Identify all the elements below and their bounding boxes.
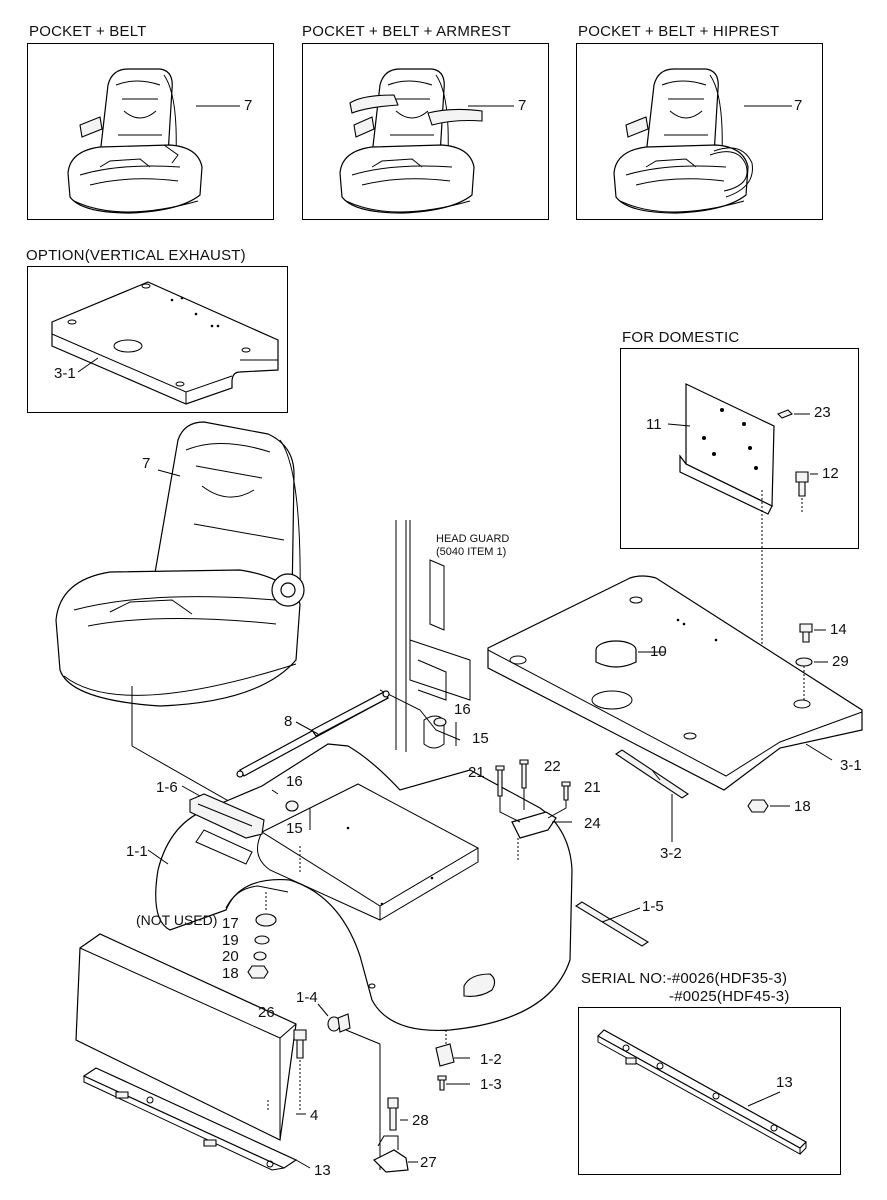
serial-plate-illustration — [597, 1029, 807, 1155]
callout-22: 22 — [544, 758, 561, 775]
callout-8: 8 — [284, 713, 293, 730]
callout-16-lower: 16 — [286, 773, 303, 790]
domestic-box — [620, 348, 859, 549]
callout-3-2: 3-2 — [660, 845, 682, 862]
rail-1-5-illustration — [574, 901, 650, 947]
callout-21-right: 21 — [584, 779, 601, 796]
variant-title-pocket-belt-armrest: POCKET + BELT + ARMREST — [302, 23, 511, 40]
callout-4: 4 — [310, 1107, 319, 1124]
not-used-note: (NOT USED) — [136, 912, 218, 928]
callout-1-6: 1-6 — [156, 779, 178, 796]
strut-illustration — [236, 690, 457, 778]
callout-1-2: 1-2 — [480, 1051, 502, 1068]
callout-7-pocket-belt: 7 — [244, 97, 253, 114]
callout-3-1-option: 3-1 — [54, 365, 76, 382]
domestic-title: FOR DOMESTIC — [622, 329, 740, 346]
callout-19: 19 — [222, 932, 239, 949]
callout-20: 20 — [222, 948, 239, 965]
cover-plate-illustration — [487, 575, 863, 813]
serial-title-line2: -#0025(HDF45-3) — [669, 988, 790, 1005]
callout-7-main-seat: 7 — [142, 455, 151, 472]
variant-title-pocket-belt: POCKET + BELT — [29, 23, 147, 40]
callout-12: 12 — [822, 465, 839, 482]
fasteners-left-illustration — [247, 789, 311, 979]
callout-26: 26 — [258, 1004, 275, 1021]
panel-illustration — [75, 933, 311, 1171]
callout-1-1: 1-1 — [126, 843, 148, 860]
head-guard-note-line2: (5040 ITEM 1) — [436, 546, 507, 558]
callout-1-5: 1-5 — [642, 898, 664, 915]
callout-28: 28 — [412, 1112, 429, 1129]
callout-21-left: 21 — [468, 764, 485, 781]
rail-3-2-illustration — [615, 749, 689, 842]
callout-15-lower: 15 — [286, 820, 303, 837]
callout-27: 27 — [420, 1154, 437, 1171]
domestic-plate-illustration — [667, 383, 818, 668]
option-title: OPTION(VERTICAL EXHAUST) — [26, 247, 246, 264]
callout-14: 14 — [830, 621, 847, 638]
seat-illustration-pocket-belt-hiprest — [613, 68, 753, 214]
variant-box-pocket-belt-hiprest — [576, 43, 823, 220]
callout-18-left: 18 — [222, 965, 239, 982]
callout-23: 23 — [814, 404, 831, 421]
head-guard-frame-illustration — [379, 520, 471, 752]
callout-29: 29 — [832, 653, 849, 670]
callout-13-left: 13 — [314, 1162, 331, 1179]
seat-illustration-pocket-belt-armrest — [339, 68, 483, 214]
variant-title-pocket-belt-hiprest: POCKET + BELT + HIPREST — [578, 23, 780, 40]
variant-box-pocket-belt-armrest — [302, 43, 549, 220]
option-box — [27, 266, 288, 413]
callout-7-armrest: 7 — [518, 97, 527, 114]
latch-illustration — [317, 1003, 470, 1173]
serial-box — [578, 1007, 841, 1175]
callout-1-4: 1-4 — [296, 989, 318, 1006]
callout-16-upper: 16 — [454, 701, 471, 718]
callout-13-serial: 13 — [776, 1074, 793, 1091]
fasteners-right-illustration — [495, 759, 572, 862]
callout-18-right: 18 — [794, 798, 811, 815]
callout-24: 24 — [584, 815, 601, 832]
callout-7-hiprest: 7 — [794, 97, 803, 114]
main-seat-illustration — [55, 421, 305, 837]
callout-15-upper: 15 — [472, 730, 489, 747]
callout-3-1-cover: 3-1 — [840, 757, 862, 774]
callout-1-3: 1-3 — [480, 1076, 502, 1093]
callout-11: 11 — [646, 416, 662, 433]
seat-illustration-pocket-belt — [67, 68, 203, 214]
serial-title-line1: SERIAL NO:-#0026(HDF35-3) — [581, 970, 788, 987]
option-plate-illustration — [51, 281, 279, 405]
head-guard-note-line1: HEAD GUARD — [436, 533, 510, 545]
callout-10: 10 — [650, 643, 667, 660]
variant-box-pocket-belt — [27, 43, 274, 220]
callout-17: 17 — [222, 915, 239, 932]
